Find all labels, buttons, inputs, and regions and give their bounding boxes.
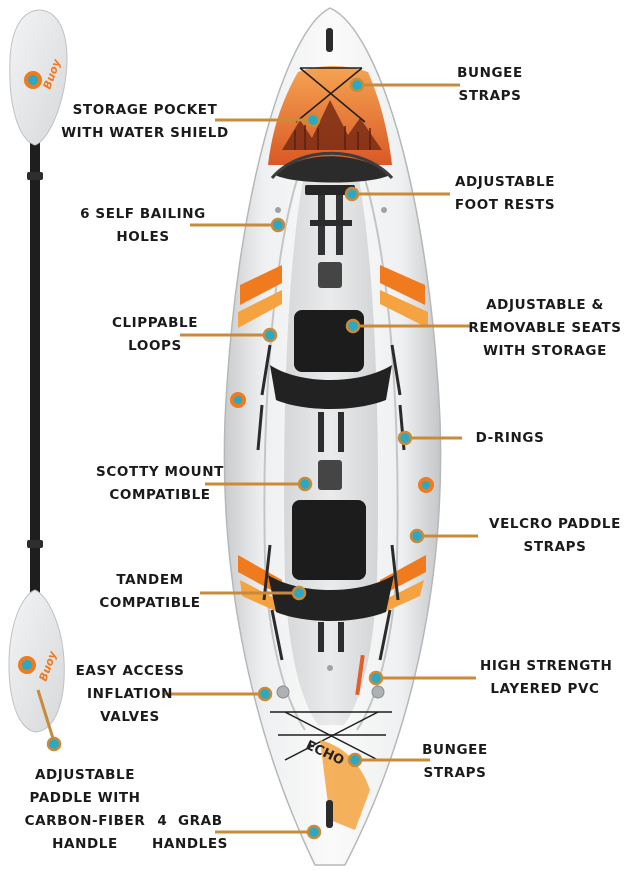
- kayak-floor: [283, 180, 379, 725]
- leader-paddle: [36, 689, 57, 746]
- paddle-grip-top: [27, 172, 43, 180]
- label-line: LOOPS: [128, 338, 182, 354]
- dot-scotty: [297, 476, 313, 492]
- label-line: VALVES: [100, 709, 160, 725]
- label-self-bailing-holes: 6 SELF BAILING HOLES: [78, 203, 208, 249]
- dot-pvc: [368, 670, 384, 686]
- scotty-mount: [318, 460, 342, 490]
- label-line: LAYERED PVC: [490, 681, 600, 697]
- scotty-mount-front: [318, 262, 342, 288]
- self-bailing-holes: [275, 207, 387, 671]
- label-inflation-valves: EASY ACCESS INFLATION VALVES: [65, 660, 195, 729]
- label-line: INFLATION: [87, 686, 173, 702]
- paddle-grip-bottom: [27, 540, 43, 548]
- paddle: Buoy Buoy: [8, 9, 68, 733]
- label-line: ADJUSTABLE: [454, 174, 556, 190]
- storage-pocket: [275, 156, 390, 183]
- dot-bungee1: [349, 77, 365, 93]
- label-line: HOLES: [116, 229, 170, 245]
- dot-seats: [345, 318, 361, 334]
- label-line: BUNGEE: [422, 742, 488, 758]
- label-seats: ADJUSTABLE & REMOVABLE SEATS WITH STORAG…: [460, 294, 630, 363]
- label-bungee-straps-top: BUNGEE STRAPS: [450, 62, 530, 108]
- label-line: STRAPS: [523, 539, 587, 555]
- kayak-inner-tube-left: [263, 169, 306, 731]
- side-straps: [256, 344, 406, 661]
- label-line: HANDLES: [152, 836, 228, 852]
- label-line: WITH WATER SHIELD: [61, 125, 229, 141]
- label-line: PADDLE WITH: [29, 790, 141, 806]
- foot-rests: [305, 185, 355, 255]
- label-line: HANDLE: [52, 836, 118, 852]
- label-grab-handles: 4 GRAB HANDLES: [150, 810, 230, 856]
- paddle-shaft: [30, 140, 40, 595]
- label-line: REMOVABLE SEATS: [468, 320, 622, 336]
- label-line: 4 GRAB: [157, 813, 223, 829]
- label-line: SCOTTY MOUNT: [96, 464, 224, 480]
- label-line: HIGH STRENGTH: [480, 658, 613, 674]
- dot-clip: [262, 327, 278, 343]
- inflation-valves: [276, 685, 385, 699]
- label-line: WITH STORAGE: [483, 343, 607, 359]
- dot-foot: [344, 186, 360, 202]
- pvc-stripe: [355, 654, 365, 696]
- dot-velcro: [409, 528, 425, 544]
- label-line: COMPATIBLE: [99, 595, 201, 611]
- label-scotty-mount: SCOTTY MOUNT COMPATIBLE: [95, 461, 225, 507]
- label-line: FOOT RESTS: [454, 197, 556, 213]
- callout-dots: [46, 77, 425, 840]
- dot-valves: [257, 686, 273, 702]
- label-line: ADJUSTABLE: [34, 767, 136, 783]
- label-line: STRAPS: [423, 765, 487, 781]
- label-line: TANDEM: [116, 572, 184, 588]
- bow-decal-mountains: [282, 100, 382, 150]
- bow-bungee: [295, 67, 366, 123]
- callout-lines: [36, 83, 478, 834]
- dot-tandem: [291, 585, 307, 601]
- paddle-blade-bottom: [8, 589, 65, 733]
- dot-grab: [306, 824, 322, 840]
- label-line: CLIPPABLE: [111, 315, 199, 331]
- dot-storage: [305, 112, 321, 128]
- label-adjustable-paddle: ADJUSTABLE PADDLE WITH CARBON-FIBER HAND…: [20, 764, 150, 856]
- label-line: D-RINGS: [475, 430, 545, 446]
- label-line: ADJUSTABLE &: [486, 297, 604, 313]
- label-line: 6 SELF BAILING: [80, 206, 206, 222]
- dot-paddle: [46, 736, 62, 752]
- dot-bungee2: [347, 752, 363, 768]
- label-line: STORAGE POCKET: [72, 102, 218, 118]
- storage-pocket-rim: [270, 151, 394, 180]
- label-foot-rests: ADJUSTABLE FOOT RESTS: [440, 171, 570, 217]
- label-clippable-loops: CLIPPABLE LOOPS: [105, 312, 205, 358]
- label-line: EASY ACCESS: [75, 663, 185, 679]
- stern-grab-handle: [326, 800, 333, 828]
- label-line: VELCRO PADDLE: [489, 516, 621, 532]
- bow-grab-handle: [326, 28, 333, 52]
- label-d-rings: D-RINGS: [470, 427, 550, 450]
- dot-drings: [397, 430, 413, 446]
- label-line: COMPATIBLE: [109, 487, 211, 503]
- label-layered-pvc: HIGH STRENGTH LAYERED PVC: [480, 655, 613, 701]
- dot-bailing: [270, 217, 286, 233]
- rear-seat: [268, 500, 394, 652]
- label-bungee-straps-bottom: BUNGEE STRAPS: [415, 739, 495, 785]
- stern-bungee: [270, 711, 392, 761]
- label-storage-pocket: STORAGE POCKET WITH WATER SHIELD: [60, 99, 230, 145]
- label-tandem-compatible: TANDEM COMPATIBLE: [95, 569, 205, 615]
- label-line: BUNGEE: [457, 65, 523, 81]
- hull-logo-right: [418, 477, 434, 493]
- label-velcro-straps: VELCRO PADDLE STRAPS: [480, 513, 630, 559]
- label-line: CARBON-FIBER: [24, 813, 146, 829]
- label-line: STRAPS: [458, 88, 522, 104]
- hull-logo-left: [230, 392, 246, 408]
- bow-decal-trees: [294, 125, 371, 150]
